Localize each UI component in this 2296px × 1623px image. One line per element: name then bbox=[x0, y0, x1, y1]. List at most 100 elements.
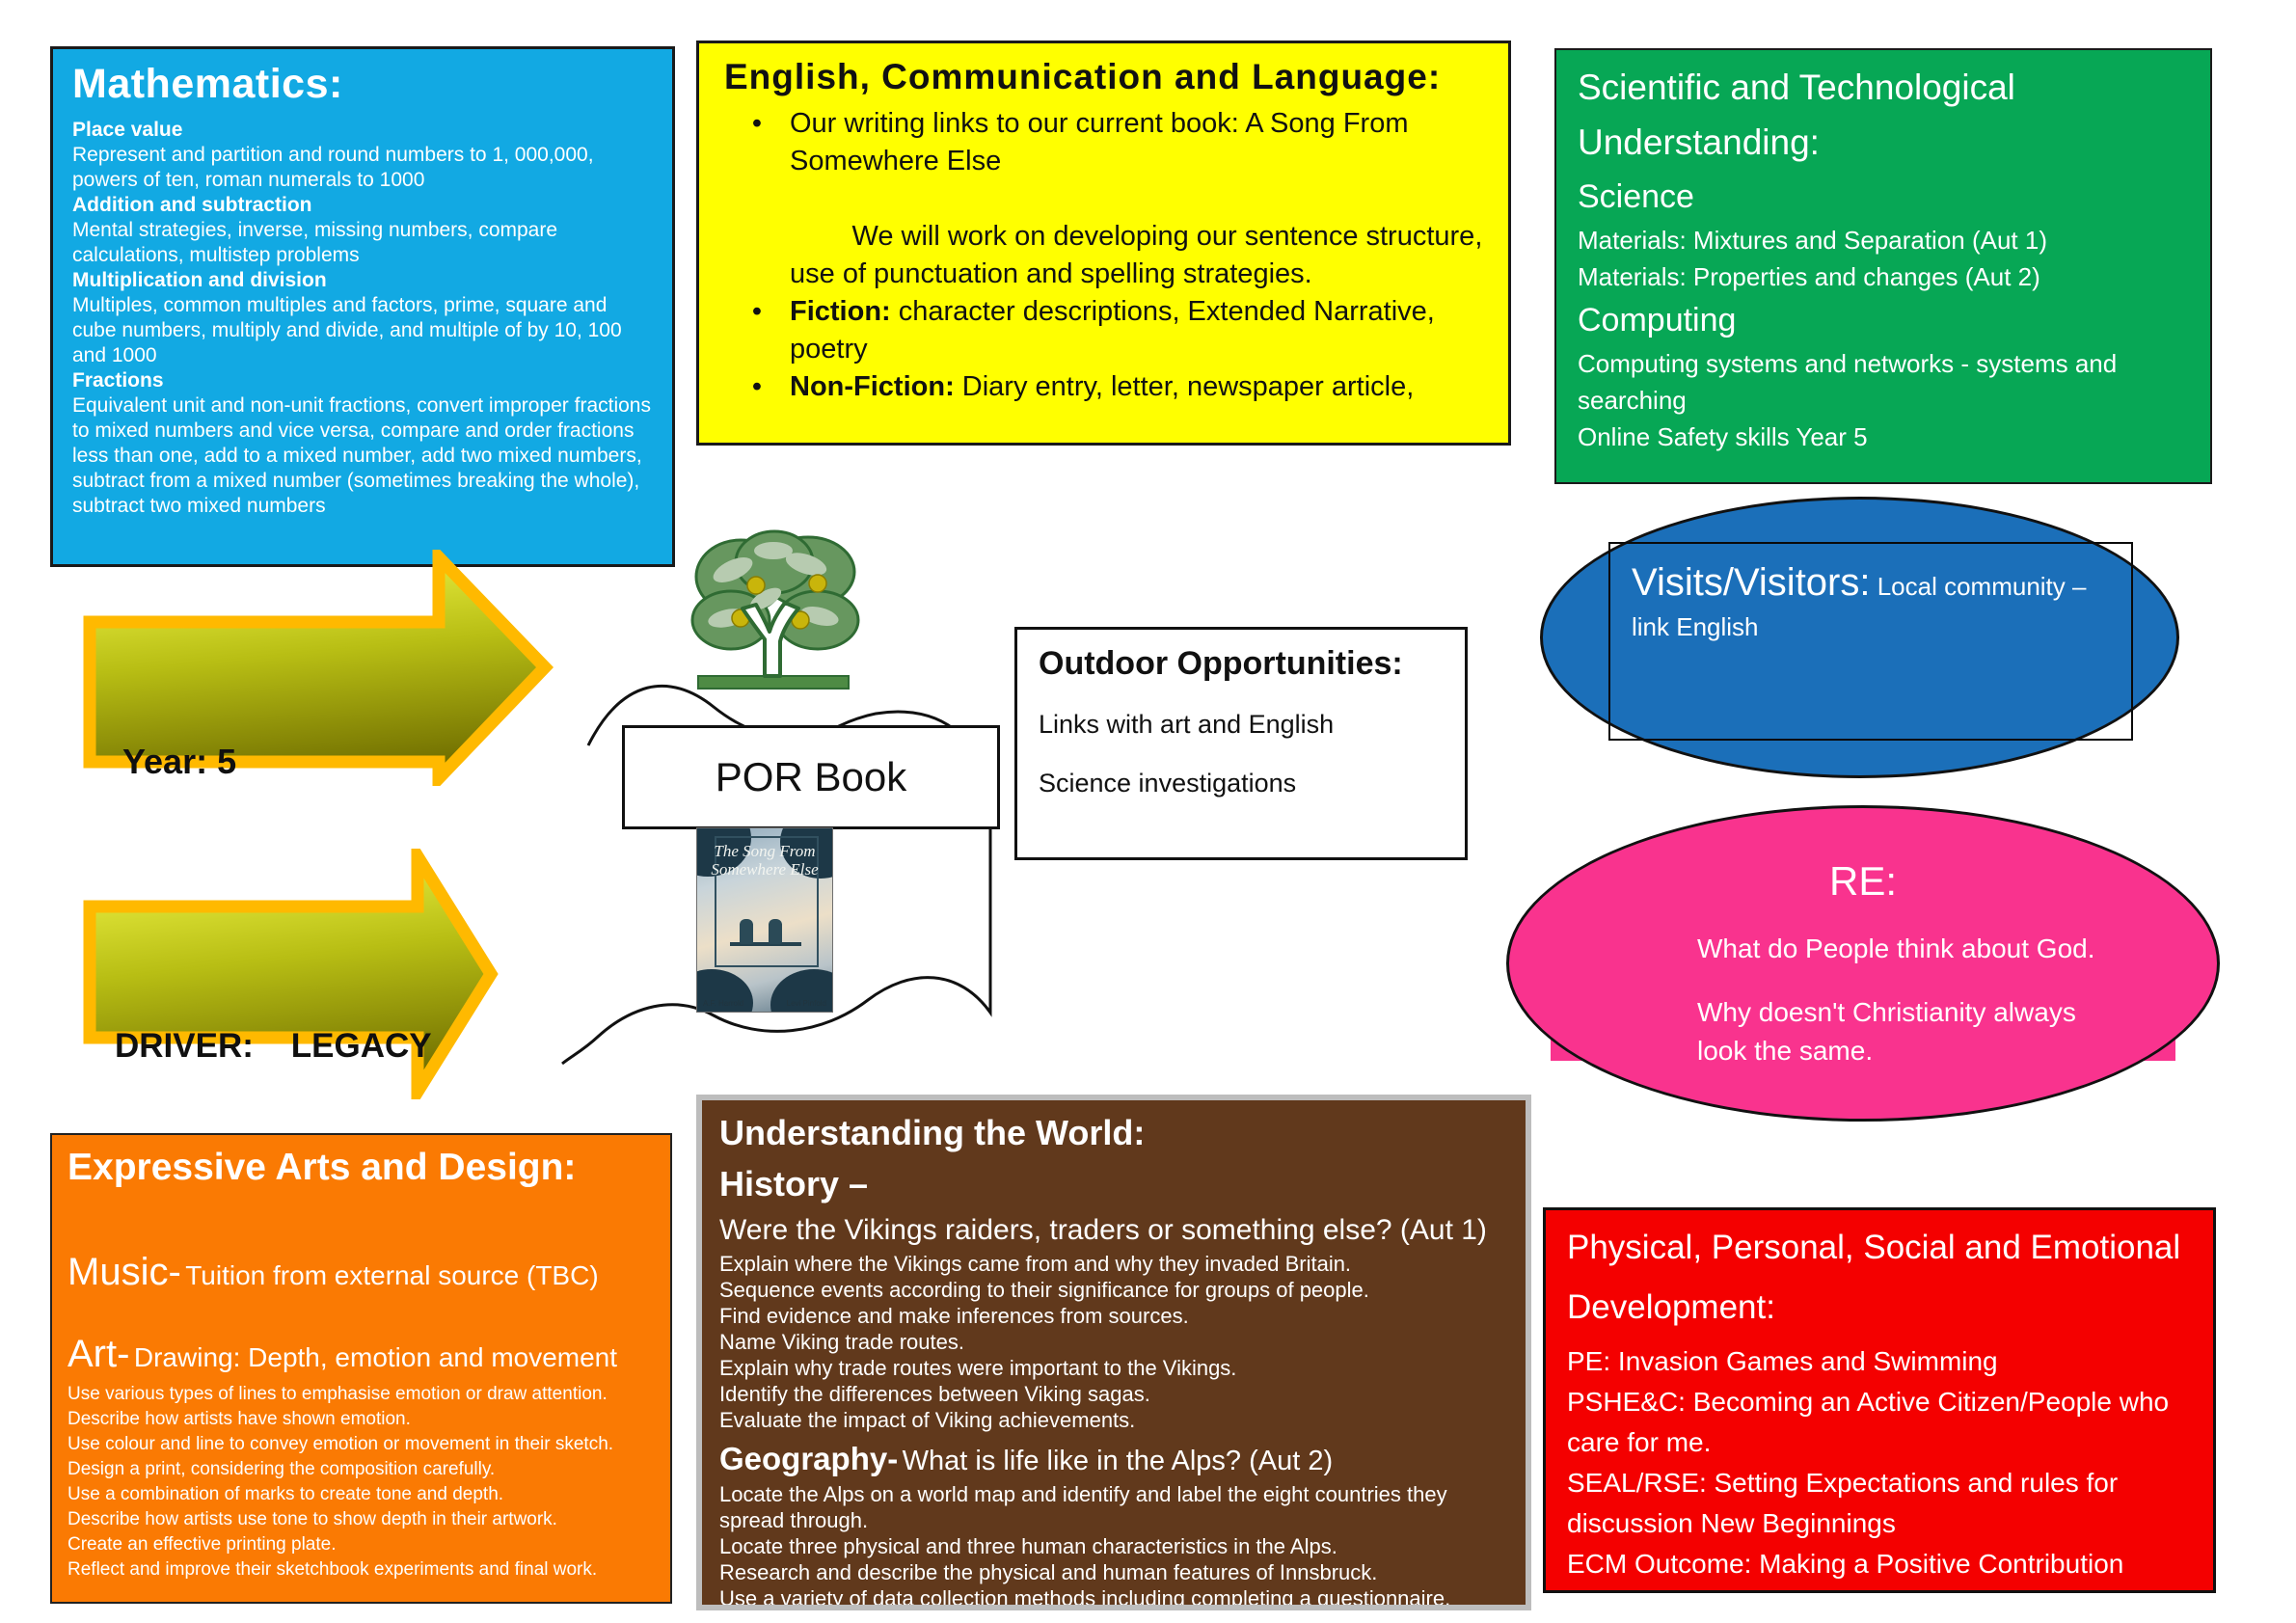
history-line: Evaluate the impact of Viking achievemen… bbox=[719, 1408, 1136, 1432]
math-body: Multiples, common multiples and factors,… bbox=[72, 294, 622, 366]
geography-heading: Geography- bbox=[719, 1441, 899, 1476]
science-line: Materials: Mixtures and Separation (Aut … bbox=[1578, 226, 2047, 255]
english-bullet-bold: Non-Fiction: bbox=[790, 371, 955, 402]
child-silhouette bbox=[769, 919, 782, 944]
visits-title: Visits/Visitors: bbox=[1632, 561, 1871, 604]
art-skill-line: Describe how artists use tone to show de… bbox=[68, 1509, 557, 1529]
understanding-world-box: Understanding the World: History – Were … bbox=[696, 1095, 1531, 1610]
physical-line: SEAL/RSE: Setting Expectations and rules… bbox=[1567, 1468, 2119, 1538]
geography-line: Use a variety of data collection methods… bbox=[719, 1586, 1451, 1610]
art-skill-line: Reflect and improve their sketchbook exp… bbox=[68, 1559, 598, 1580]
art-skill-line: Describe how artists have shown emotion. bbox=[68, 1409, 411, 1429]
driver-arrow: DRIVER: LEGACY Principles: bbox=[82, 849, 501, 1221]
art-text: Drawing: Depth, emotion and movement bbox=[133, 1342, 618, 1372]
history-question: Were the Vikings raiders, traders or som… bbox=[719, 1214, 1487, 1246]
english-bullet-line2: We will work on developing our sentence … bbox=[790, 221, 1491, 289]
por-book-label: POR Book bbox=[622, 725, 1000, 829]
english-title: English, Communication and Language: bbox=[724, 57, 1442, 96]
science-title: Scientific and Technological Understandi… bbox=[1578, 68, 2015, 162]
bullet-icon: • bbox=[751, 371, 763, 402]
history-line: Find evidence and make inferences from s… bbox=[719, 1304, 1189, 1328]
history-line: Name Viking trade routes. bbox=[719, 1330, 964, 1354]
re-line: What do People think about God. bbox=[1697, 933, 2095, 963]
physical-line: PE: Invasion Games and Swimming bbox=[1567, 1346, 1998, 1376]
english-bullet: • Our writing links to our current book:… bbox=[724, 105, 1483, 293]
bullet-icon: • bbox=[751, 296, 763, 327]
outdoor-line: Science investigations bbox=[1039, 769, 1297, 798]
math-body: Mental strategies, inverse, missing numb… bbox=[72, 219, 558, 266]
english-bullet-line: Diary entry, letter, newspaper article, bbox=[954, 371, 1415, 402]
physical-title: Physical, Personal, Social and Emotional… bbox=[1567, 1229, 2181, 1326]
english-bullet-text: Non-Fiction: Diary entry, letter, newspa… bbox=[790, 368, 1414, 406]
art-skill-line: Use various types of lines to emphasise … bbox=[68, 1384, 608, 1404]
visits-inner-box: Visits/Visitors: Local community –link E… bbox=[1608, 542, 2133, 741]
banner-wave-shape bbox=[554, 651, 1017, 1085]
por-book-text: POR Book bbox=[715, 754, 907, 799]
english-bullet-bold: Fiction: bbox=[790, 296, 891, 327]
geography-question: What is life like in the Alps? (Aut 2) bbox=[902, 1446, 1334, 1476]
swing-frame bbox=[715, 836, 819, 967]
physical-line: ECM Outcome: Making a Positive Contribut… bbox=[1567, 1549, 2124, 1579]
history-line: Identify the differences between Viking … bbox=[719, 1382, 1150, 1406]
art-skill-line: Use a combination of marks to create ton… bbox=[68, 1484, 504, 1504]
swing-seat bbox=[730, 942, 801, 946]
geography-line: Locate three physical and three human ch… bbox=[719, 1534, 1337, 1558]
history-line: Explain why trade routes were important … bbox=[719, 1356, 1237, 1380]
year-term-arrow: Year: 5 Term: Autumn 1 bbox=[82, 550, 554, 943]
world-title: Understanding the World: bbox=[719, 1113, 1146, 1152]
math-heading: Multiplication and division bbox=[72, 269, 327, 291]
book-cover-image: The Song From Somewhere Else A.F. Harrol… bbox=[696, 827, 833, 1013]
art-skill-line: Design a print, considering the composit… bbox=[68, 1459, 496, 1479]
science-heading: Science bbox=[1578, 178, 1694, 215]
expressive-arts-box: Expressive Arts and Design: Music- Tuiti… bbox=[50, 1133, 672, 1604]
math-body: Equivalent unit and non-unit fractions, … bbox=[72, 394, 651, 517]
outdoor-box: Outdoor Opportunities: Links with art an… bbox=[1014, 627, 1468, 860]
tree-icon bbox=[673, 524, 876, 695]
child-silhouette bbox=[740, 919, 753, 944]
driver-label: DRIVER: LEGACY bbox=[115, 1027, 432, 1065]
art-row: Art- Drawing: Depth, emotion and movemen… bbox=[68, 1333, 655, 1376]
re-ellipse: RE: What do People think about God. Why … bbox=[1506, 805, 2220, 1122]
book-credits: A.F. Harrold Levi Pinfold bbox=[697, 999, 832, 1008]
math-heading: Addition and subtraction bbox=[72, 194, 312, 216]
expressive-arts-title: Expressive Arts and Design: bbox=[68, 1147, 577, 1188]
mathematics-box: Mathematics: Place value Represent and p… bbox=[50, 46, 675, 567]
art-skill-line: Create an effective printing plate. bbox=[68, 1534, 337, 1555]
history-heading: History – bbox=[719, 1164, 869, 1204]
geography-heading-row: Geography- What is life like in the Alps… bbox=[719, 1441, 1508, 1477]
arrow-right-shape bbox=[83, 550, 554, 786]
mathematics-title: Mathematics: bbox=[72, 61, 343, 107]
year-label: Year: 5 bbox=[122, 742, 237, 781]
history-line: Explain where the Vikings came from and … bbox=[719, 1252, 1352, 1276]
re-line: Why doesn't Christianity always look the… bbox=[1697, 997, 2076, 1066]
english-bullet-text: Our writing links to our current book: A… bbox=[790, 105, 1483, 293]
art-skill-line: Use colour and line to convey emotion or… bbox=[68, 1434, 614, 1454]
book-author: A.F. Harrold bbox=[703, 999, 744, 1008]
computing-line: Computing systems and networks - systems… bbox=[1578, 349, 2118, 415]
physical-development-box: Physical, Personal, Social and Emotional… bbox=[1543, 1207, 2216, 1593]
outdoor-line: Links with art and English bbox=[1039, 710, 1335, 739]
physical-line: PSHE&C: Becoming an Active Citizen/Peopl… bbox=[1567, 1387, 2170, 1457]
computing-line: Online Safety skills Year 5 bbox=[1578, 422, 1868, 451]
math-heading: Place value bbox=[72, 119, 183, 141]
art-label: Art- bbox=[68, 1333, 130, 1375]
bullet-icon: • bbox=[751, 108, 763, 139]
science-box: Scientific and Technological Understandi… bbox=[1554, 48, 2212, 484]
music-text: Tuition from external source (TBC) bbox=[185, 1260, 599, 1290]
music-row: Music- Tuition from external source (TBC… bbox=[68, 1251, 655, 1294]
english-box: English, Communication and Language: • O… bbox=[696, 41, 1511, 446]
math-body: Represent and partition and round number… bbox=[72, 144, 594, 191]
english-bullet: • Fiction: character descriptions, Exten… bbox=[724, 293, 1483, 368]
physical-line: Mental Health & Wellbeing: Keep Learning… bbox=[1567, 1584, 2192, 1590]
re-title: RE: bbox=[1828, 858, 1897, 904]
english-bullet: • Non-Fiction: Diary entry, letter, news… bbox=[724, 368, 1483, 406]
math-heading: Fractions bbox=[72, 369, 164, 392]
geography-line: Locate the Alps on a world map and ident… bbox=[719, 1482, 1447, 1532]
geography-line: Research and describe the physical and h… bbox=[719, 1560, 1378, 1584]
computing-heading: Computing bbox=[1578, 302, 1737, 338]
outdoor-title: Outdoor Opportunities: bbox=[1039, 645, 1403, 682]
english-bullet-text: Fiction: character descriptions, Extende… bbox=[790, 293, 1483, 368]
book-illustrator: Levi Pinfold bbox=[786, 999, 826, 1008]
music-label: Music- bbox=[68, 1251, 181, 1293]
